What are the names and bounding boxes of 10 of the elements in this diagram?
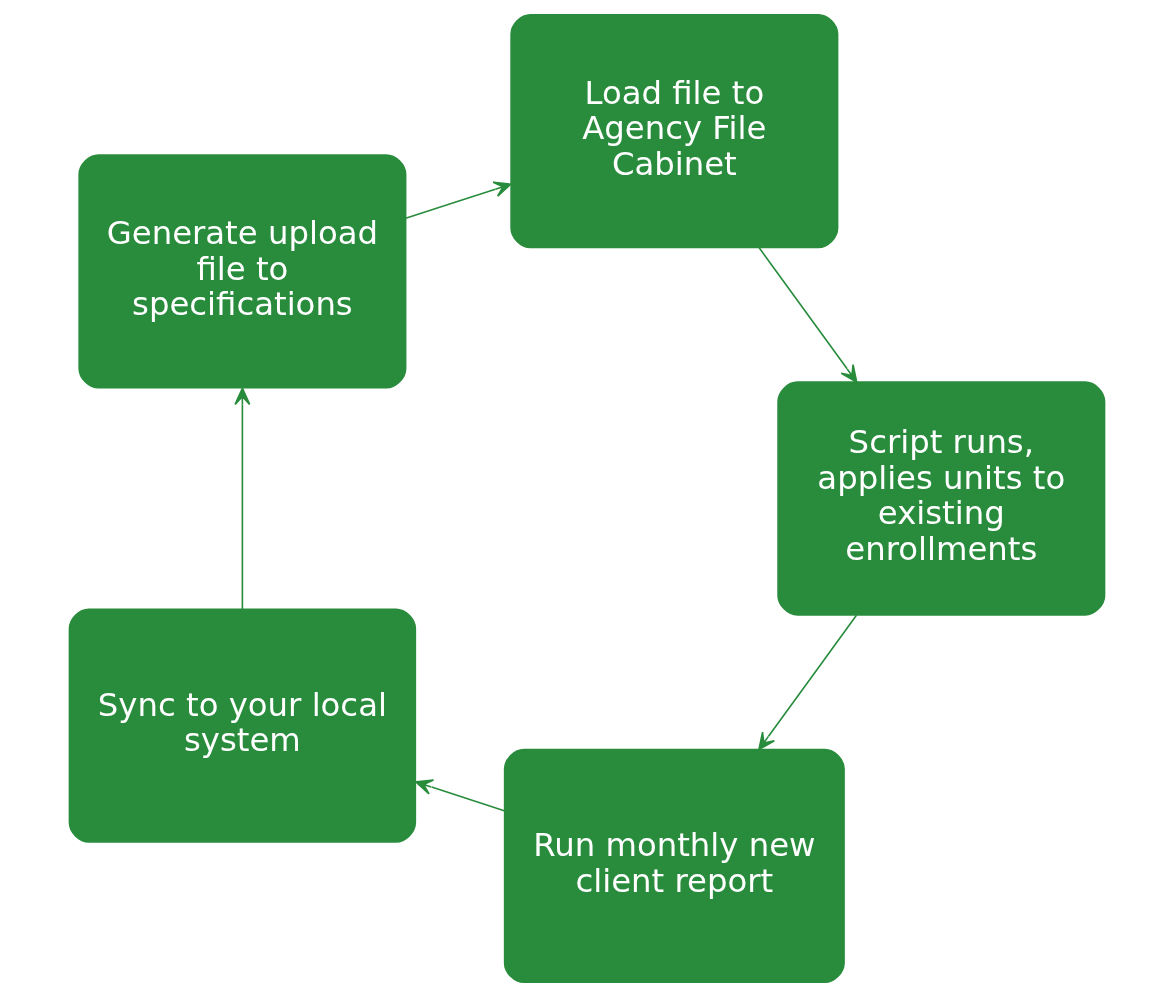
node-box: Script runs, applies units to existing enrollments [777,381,1106,616]
arrow [758,614,858,751]
node-box: Run monthly new client report [503,748,845,984]
node-box: Load file to Agency File Cabinet [510,13,839,249]
node-box: Sync to your local system [68,608,417,843]
arrow [404,181,512,220]
node-box: Generate upload file to specifications [78,154,407,389]
arrow [758,247,858,383]
arrow [415,779,506,812]
arrow [234,387,251,610]
